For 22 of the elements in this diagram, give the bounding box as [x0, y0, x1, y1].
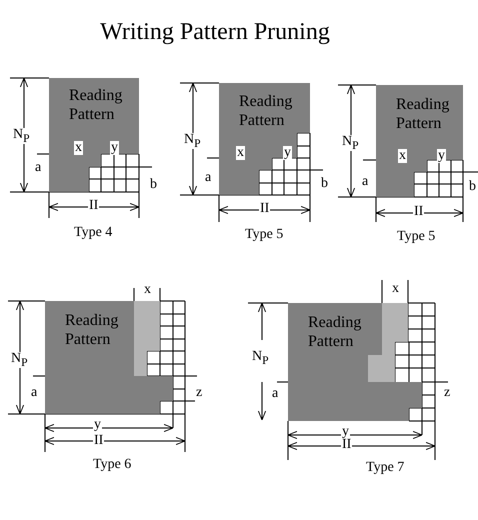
- dimension-label: N$_{P}$: [183, 133, 202, 150]
- dimension-label: x: [74, 141, 83, 155]
- figure-caption: Type 6: [93, 458, 132, 472]
- region-label: Reading Pattern: [239, 92, 294, 130]
- region-label: Reading Pattern: [69, 86, 124, 124]
- dimension-label: y: [283, 146, 292, 160]
- dimension-label: y: [437, 149, 446, 163]
- dimension-label: x: [398, 149, 407, 163]
- region-label: Reading Pattern: [65, 311, 120, 350]
- dimension-label: N$_{P}$: [10, 352, 29, 368]
- dimension-label: x: [236, 146, 245, 160]
- region-label: Reading Pattern: [396, 95, 450, 134]
- region-label: Reading Pattern: [308, 313, 362, 352]
- figure-caption: Type 4: [74, 226, 112, 240]
- dimension-label: y: [110, 141, 119, 155]
- title: Writing Pattern Pruning: [99, 20, 331, 44]
- figure-caption: Type 7: [366, 461, 404, 475]
- figure-caption: Type 5: [245, 228, 284, 242]
- dimension-label: N$_{P}$: [12, 128, 31, 144]
- dimension-label: N$_{P}$: [251, 350, 270, 366]
- dimension-label: N$_{P}$: [341, 135, 360, 152]
- figure-caption: Type 5: [397, 230, 436, 244]
